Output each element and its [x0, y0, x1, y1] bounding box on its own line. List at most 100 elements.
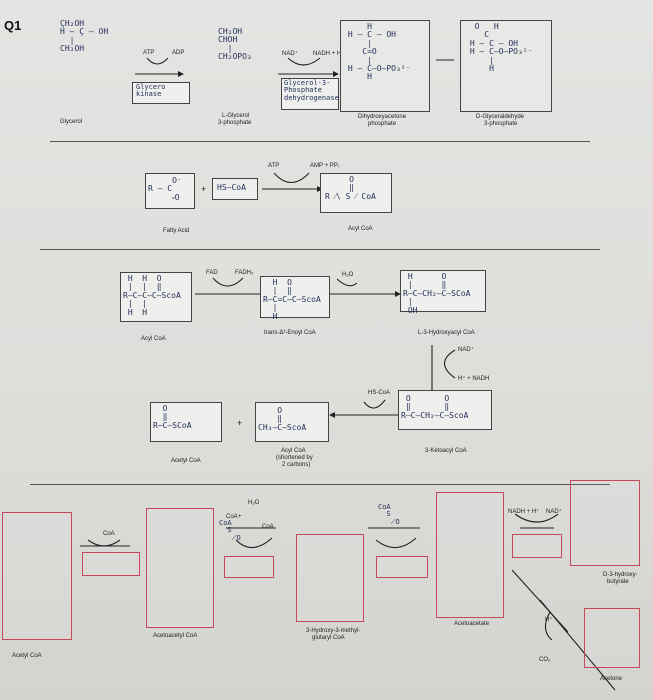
glycerol-label: Glycerol: [60, 119, 83, 125]
acyl-short-structure: O ‖ CH₃–C–ScoA: [258, 406, 307, 432]
acetone-label: Acetone: [600, 676, 623, 682]
lg3p-structure: CH₂OH CHOH | CH₂OPO₃: [218, 27, 252, 62]
answer-box-acetone[interactable]: [584, 608, 640, 668]
coa-label-4c: CoA: [262, 524, 274, 530]
glycerol-structure: ÇH₂OH H – Ç – OH | CH₂OH: [60, 19, 109, 54]
enoyl-coa-box: H O | ‖ R–C=C–C–ScoA | H: [260, 276, 330, 321]
arrowhead-5: [395, 291, 401, 297]
answer-box-hydroxybutyrate[interactable]: [570, 480, 640, 566]
hydroxybutyrate-label-1: D-3-hydroxy-: [603, 572, 638, 578]
answer-box-acetoacetate[interactable]: [436, 492, 504, 618]
acetoacetate-label: Acetoacetate: [454, 621, 490, 627]
atp-amp-curve: [273, 172, 310, 184]
co2-label: CO₂: [539, 657, 551, 663]
g3p-dehydrogenase-text: Glycerol-3- Phosphate dehydrogenase: [284, 79, 339, 102]
fatty-acid-structure: O⁻ R – C ⸗O: [148, 176, 182, 202]
amp-ppi-label: AMP + PPᵢ: [310, 163, 339, 169]
l-glycerol-label-1: L-Glycerol: [222, 113, 250, 119]
coa-label-4b: CoA: [226, 514, 238, 520]
answer-box-enzyme-2[interactable]: [224, 556, 274, 578]
hscoa-curve: [363, 399, 386, 409]
hydroxyacyl-label: L-3-Hydroxyacyl CoA: [418, 330, 475, 336]
answer-box-enzyme-1[interactable]: [82, 552, 140, 576]
nadh-label-1: NADH + H⁺: [313, 51, 345, 57]
h-plus-label: H⁺: [545, 617, 553, 623]
glycerol-kinase-box: Glycero kinase: [132, 82, 190, 104]
acetyl-coa-label-3: Acetyl CoA: [171, 458, 201, 464]
acyl-coa2-structure: H H O | | ‖ R–C–C–C–ScoA | | H H: [123, 274, 181, 317]
plus-sign-3: +: [238, 514, 242, 520]
fatty-acid-box: O⁻ R – C ⸗O: [145, 173, 195, 209]
answer-box-acetyl-coa[interactable]: [2, 512, 72, 640]
acyl-coa-box: O ‖ R ⁄\ S ⁄ CoA: [320, 173, 392, 213]
h2o-label-4: H₂O: [248, 500, 260, 506]
answer-box-acetoacetyl-coa[interactable]: [146, 508, 214, 628]
answer-box-enzyme-4[interactable]: [512, 534, 562, 558]
fad-label: FAD: [206, 270, 218, 276]
ketoacyl-box: O O ‖ ‖ R–C–CH₂–C–ScoA: [398, 390, 492, 430]
enoyl-structure: H O | ‖ R–C=C–C–ScoA | H: [263, 278, 321, 321]
coa-curve-4a: [87, 539, 121, 547]
co2-curve: [544, 611, 553, 641]
acetoacetyl-structure: CoA S ⟋O: [219, 519, 241, 542]
dhap-structure: H H – C – OH | C=O | H – C–O–PO₃²⁻ H: [347, 22, 411, 82]
trans-enoyl-label: trans-Δ²-Enoyl CoA: [264, 330, 316, 336]
atp-label-1: ATP: [143, 50, 155, 56]
acetyl-coa-box: O ‖ R–C–SCoA: [150, 402, 222, 442]
g3p-dehydrogenase-box: Glycerol-3- Phosphate dehydrogenase: [281, 78, 339, 110]
hmg-curve: [235, 537, 273, 549]
answer-box-hmg-coa[interactable]: [296, 534, 364, 622]
hscoa-structure: HS–CoA: [217, 183, 246, 192]
acetyl-coa-structure: O ‖ R–C–SCoA: [153, 404, 192, 430]
nad-nadh-curve: [287, 57, 321, 66]
h2o-label-3: H₂O: [342, 272, 354, 278]
acyl-coa-label-1: Acyl CoA: [348, 226, 373, 232]
g3p-label-1: D-Glyceraldehyde: [476, 114, 525, 120]
atp-adp-curve: [146, 57, 169, 65]
adp-label: ADP: [172, 50, 185, 56]
hydroxyacyl-structure: H O | ‖ R–C–CH₂–C–SCoA | OH: [403, 272, 471, 315]
dhap-label-2: phosphate: [368, 121, 397, 127]
hydroxyacyl-box: H O | ‖ R–C–CH₂–C–SCoA | OH: [400, 270, 486, 315]
answer-box-enzyme-3[interactable]: [376, 556, 428, 578]
divider-2: [40, 249, 600, 251]
nad-label-3: NAD⁺: [458, 347, 474, 353]
glycerol-kinase-text: Glycero kinase: [136, 83, 166, 99]
nadh-label-3: H⁺ + NADH: [458, 376, 490, 382]
nad-label-4: NAD⁺: [546, 509, 562, 515]
plus-sign-1: +: [201, 184, 207, 194]
acyl-short-box: O ‖ CH₃–C–ScoA: [255, 402, 329, 442]
h2o-curve: [336, 278, 358, 287]
divider-3: [30, 484, 610, 486]
fatty-acid-label: Fatty Acid: [163, 228, 190, 234]
question-label: Q1: [4, 18, 22, 33]
hmg-structure: CoA S ⟋O: [378, 503, 400, 526]
nad-label-1: NAD⁺: [282, 51, 298, 57]
acyl-short-label-3: 2 carbons): [282, 462, 311, 468]
decarboxylation-diag-2: [539, 599, 616, 691]
g3p-box: O H C H – C – OH H – C–O–PO₃²⁻ | H: [460, 20, 552, 112]
plus-sign-2: +: [237, 418, 243, 428]
g3p-structure: O H C H – C – OH H – C–O–PO₃²⁻ | H: [469, 22, 533, 73]
fadh2-label: FADH₂: [235, 270, 254, 276]
divider-1: [50, 141, 590, 143]
coa-label-4a: CoA: [103, 531, 115, 537]
atp-label-2: ATP: [268, 163, 280, 169]
dhap-label-1: Dihydroxyacetone: [358, 114, 407, 120]
lyase-curve: [375, 537, 417, 549]
nadh-label-4: NADH + H⁺: [508, 509, 540, 515]
acyl-short-label-1: Acyl CoA: [281, 448, 306, 454]
hs-coa-label: HS-CoA: [368, 390, 391, 396]
hmg-label-2: glutaryl CoA: [312, 635, 345, 641]
fad-fadh2-curve: [212, 277, 244, 287]
acyl-coa-box-2: H H O | | ‖ R–C–C–C–ScoA | | H H: [120, 272, 192, 322]
arrowhead-2: [333, 71, 339, 77]
nad-nadh-curve-2: [443, 349, 456, 379]
acetoacetyl-coa-label: Acetoacetyl CoA: [153, 633, 198, 639]
acetyl-coa-label-4: Acetyl CoA: [12, 653, 42, 659]
acyl-short-label-2: (shortened by: [276, 455, 313, 461]
acyl-coa-structure: O ‖ R ⁄\ S ⁄ CoA: [325, 175, 376, 201]
g3p-label-2: 3-phosphate: [484, 121, 518, 127]
hydroxybutyrate-label-2: butyrate: [607, 579, 629, 585]
